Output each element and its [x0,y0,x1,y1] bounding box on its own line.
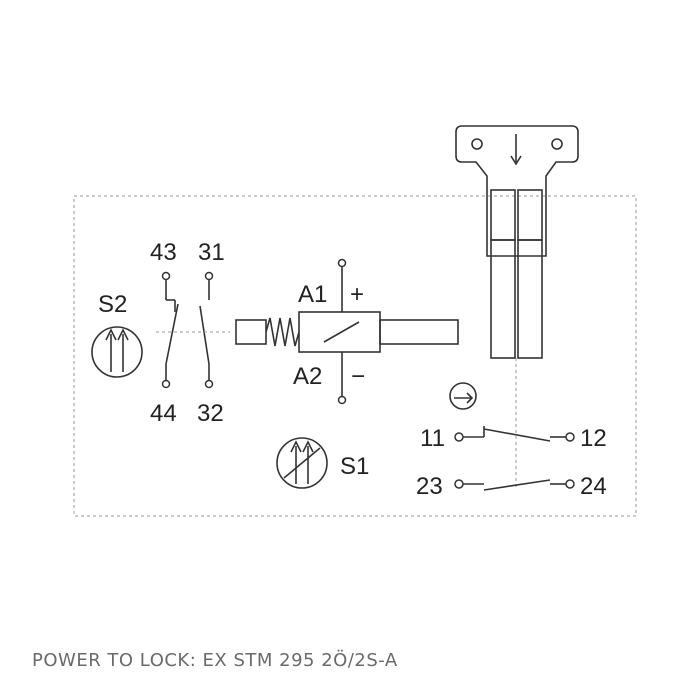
terminal-31: 31 [198,239,225,266]
arrow-down-icon [510,134,522,166]
terminal-23: 23 [416,473,443,500]
switch-s1-symbol [276,437,328,489]
switch-s2-contacts [156,271,230,389]
switch-s2-label: S2 [98,291,127,318]
terminal-43: 43 [150,239,177,266]
plunger-rod [235,319,459,345]
rotation-symbol-icon [449,382,477,410]
diagram-caption: POWER TO LOCK: EX STM 295 2Ö/2S-A [32,650,398,671]
switch-s2-symbol [91,326,143,378]
spring-icon [265,317,300,347]
terminal-11: 11 [420,425,445,452]
terminal-12: 12 [580,425,607,452]
terminal-32: 32 [197,400,224,427]
coil-minus-label: − [351,363,365,390]
terminal-24: 24 [580,473,607,500]
coil-a2-label: A2 [293,363,322,390]
switch-s1-contacts [454,426,575,491]
housing-outline [73,195,637,517]
coil-plus-label: + [350,281,364,308]
actuator-key-icon [455,125,579,359]
switch-s1-label: S1 [340,453,369,480]
coil-symbol [298,258,381,405]
coil-a1-label: A1 [298,281,327,308]
terminal-44: 44 [150,400,177,427]
